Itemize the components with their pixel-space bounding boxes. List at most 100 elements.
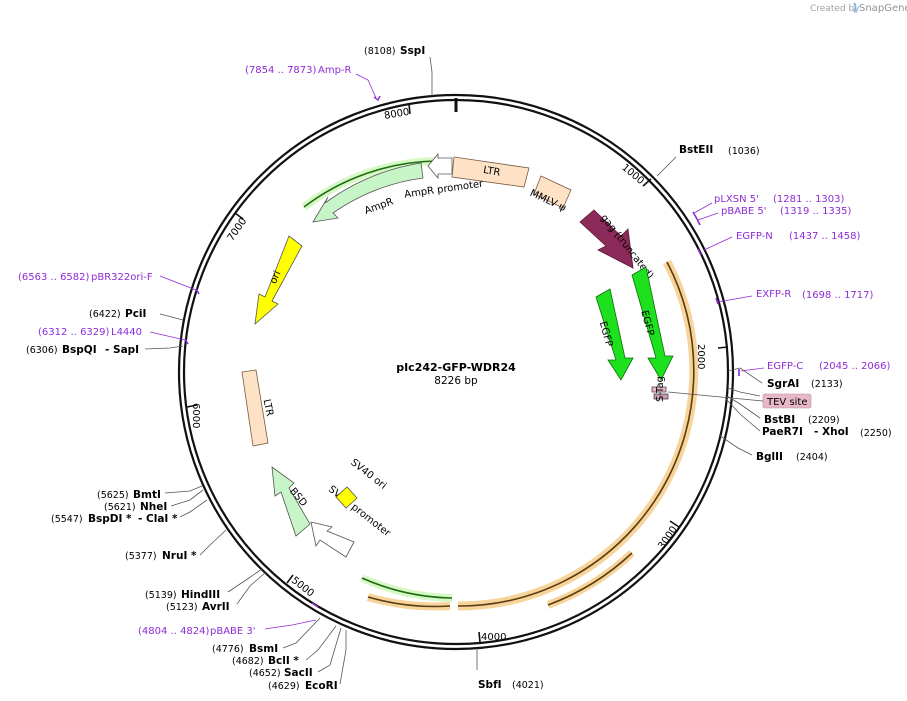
- site-bstbi[interactable]: BstBI: [764, 414, 795, 426]
- primer-l4440[interactable]: L4440: [111, 327, 142, 338]
- gag-truncated-feature[interactable]: [579, 209, 634, 269]
- site-sgrai[interactable]: SgrAI: [767, 378, 799, 390]
- egfp-outer-feature[interactable]: [631, 266, 674, 381]
- site-nhei[interactable]: NheI: [140, 501, 167, 513]
- primer-pbabe3[interactable]: pBABE 3': [210, 626, 256, 637]
- primer-egfpn[interactable]: EGFP-N: [736, 231, 773, 242]
- site-pos-bspqi: (6306): [26, 345, 58, 356]
- primer-marks: [184, 95, 740, 608]
- ltr-left-feature[interactable]: [241, 369, 269, 447]
- tick-label-2000: 2000: [695, 344, 706, 369]
- site-pos-bglii: (2404): [796, 452, 828, 463]
- primer-pbabe5[interactable]: pBABE 5': [721, 206, 767, 217]
- site-bcli[interactable]: BclI *: [268, 655, 299, 667]
- tev-site-feature[interactable]: [653, 393, 669, 400]
- ampr-promoter-feature[interactable]: [427, 152, 453, 180]
- primer-leaders: [149, 73, 765, 630]
- primer-range-ampr: (7854 .. 7873): [245, 65, 317, 76]
- site-ecori[interactable]: EcoRI: [305, 680, 338, 692]
- primer-range-l4440: (6312 .. 6329): [38, 327, 110, 338]
- site-pos-paer7i: (2250): [860, 428, 892, 439]
- site-pos-bsmi: (4776): [212, 644, 244, 655]
- site-pos-bmti: (5625): [97, 490, 129, 501]
- ori-feature[interactable]: [254, 235, 303, 325]
- site-clai[interactable]: - ClaI *: [138, 513, 178, 525]
- site-xhoi[interactable]: - XhoI: [814, 426, 849, 438]
- site-pcii[interactable]: PciI: [125, 308, 146, 320]
- site-avrii[interactable]: AvrII: [202, 601, 230, 613]
- s-tag-feature[interactable]: [651, 386, 667, 393]
- ltr-left-label: LTR: [261, 398, 275, 417]
- site-pos-pcii: (6422): [89, 309, 121, 320]
- primer-ampr[interactable]: Amp-R: [318, 65, 352, 76]
- site-pos-sgrai: (2133): [811, 379, 843, 390]
- sv40-ori-label: SV40 ori: [348, 457, 388, 492]
- plasmid-name: pIc242-GFP-WDR24: [396, 361, 516, 374]
- s-tag-label: S-Tag: [655, 376, 666, 402]
- primer-range-pbr322orif: (6563 .. 6582): [18, 272, 90, 283]
- site-bsteii[interactable]: BstEII: [679, 144, 713, 156]
- tick-label-3000: 3000: [656, 524, 680, 551]
- site-pos-sacii: (4652): [249, 668, 281, 679]
- bsd-feature[interactable]: [271, 466, 311, 537]
- primer-range-exfpr: (1698 .. 1717): [802, 290, 874, 301]
- site-pos-sbfi: (4021): [512, 680, 544, 691]
- backbone-outer-circle: [177, 93, 735, 651]
- site-bglii[interactable]: BglII: [756, 451, 783, 463]
- primer-range-pbabe3: (4804 .. 4824): [138, 626, 210, 637]
- site-pos-nhei: (5621): [104, 502, 136, 513]
- primer-plxsn5[interactable]: pLXSN 5': [714, 194, 759, 205]
- site-sspi[interactable]: SspI: [400, 45, 425, 57]
- restriction-leaders: [144, 56, 763, 685]
- ampr-label: AmpR: [363, 196, 395, 217]
- primer-range-egfpc: (2045 .. 2066): [819, 361, 891, 372]
- mmlv-psi-feature[interactable]: [533, 175, 572, 209]
- primer-range-pbabe5: (1319 .. 1335): [780, 206, 852, 217]
- credit-prefix: Created by: [810, 4, 860, 14]
- site-pos-ecori: (4629): [268, 681, 300, 692]
- site-bmti[interactable]: BmtI: [133, 489, 161, 501]
- site-nrui[interactable]: NruI *: [162, 550, 197, 562]
- plasmid-size: 8226 bp: [434, 375, 478, 387]
- sv40-promoter-feature[interactable]: [310, 521, 355, 558]
- site-pos-hindiii: (5139): [145, 590, 177, 601]
- tick-label-6000: 6000: [190, 403, 201, 428]
- orf-highlights: [301, 157, 699, 611]
- tick-label-8000: 8000: [383, 107, 410, 122]
- site-pos-bspdi: (5547): [51, 514, 83, 525]
- site-hindiii[interactable]: HindIII: [181, 589, 220, 601]
- primer-egfpc[interactable]: EGFP-C: [767, 361, 803, 372]
- credit-brand: SnapGene: [859, 3, 907, 14]
- site-bsmi[interactable]: BsmI: [249, 643, 278, 655]
- tick-marks: [186, 103, 729, 643]
- sv40-ori-feature[interactable]: [335, 486, 358, 509]
- site-bspdi[interactable]: BspDI *: [88, 513, 132, 525]
- ltr-top-feature[interactable]: [451, 156, 530, 188]
- tev-site-label: TEV site: [766, 397, 808, 408]
- site-sacii[interactable]: SacII: [284, 667, 313, 679]
- site-bspqi[interactable]: BspQI: [62, 344, 97, 356]
- site-paer7i[interactable]: PaeR7I: [762, 426, 803, 438]
- site-pos-sspi: (8108): [364, 46, 396, 57]
- tick-label-4000: 4000: [481, 632, 506, 643]
- tev-leader: [667, 391, 764, 402]
- site-pos-bsteii: (1036): [728, 146, 760, 157]
- sv40-promoter-label: SV40 promoter: [326, 484, 393, 540]
- primer-range-egfpn: (1437 .. 1458): [789, 231, 861, 242]
- site-pos-nrui: (5377): [125, 551, 157, 562]
- site-pos-avrii: (5123): [166, 602, 198, 613]
- primer-exfpr[interactable]: EXFP-R: [756, 289, 791, 300]
- ori-label: ori: [268, 269, 283, 285]
- egfp-inner-feature[interactable]: [595, 288, 634, 381]
- ampr-promoter-label: AmpR promoter: [404, 178, 485, 200]
- site-pos-bstbi: (2209): [808, 415, 840, 426]
- site-pos-bcli: (4682): [232, 656, 264, 667]
- site-sapi[interactable]: - SapI: [105, 344, 139, 356]
- ampr-feature[interactable]: [312, 162, 424, 223]
- primer-range-plxsn5: (1281 .. 1303): [773, 194, 845, 205]
- primer-pbr322orif[interactable]: pBR322ori-F: [91, 272, 153, 283]
- ltr-top-label: LTR: [482, 165, 501, 179]
- snapgene-logo-icon: [853, 2, 857, 13]
- site-sbfi[interactable]: SbfI: [478, 679, 502, 691]
